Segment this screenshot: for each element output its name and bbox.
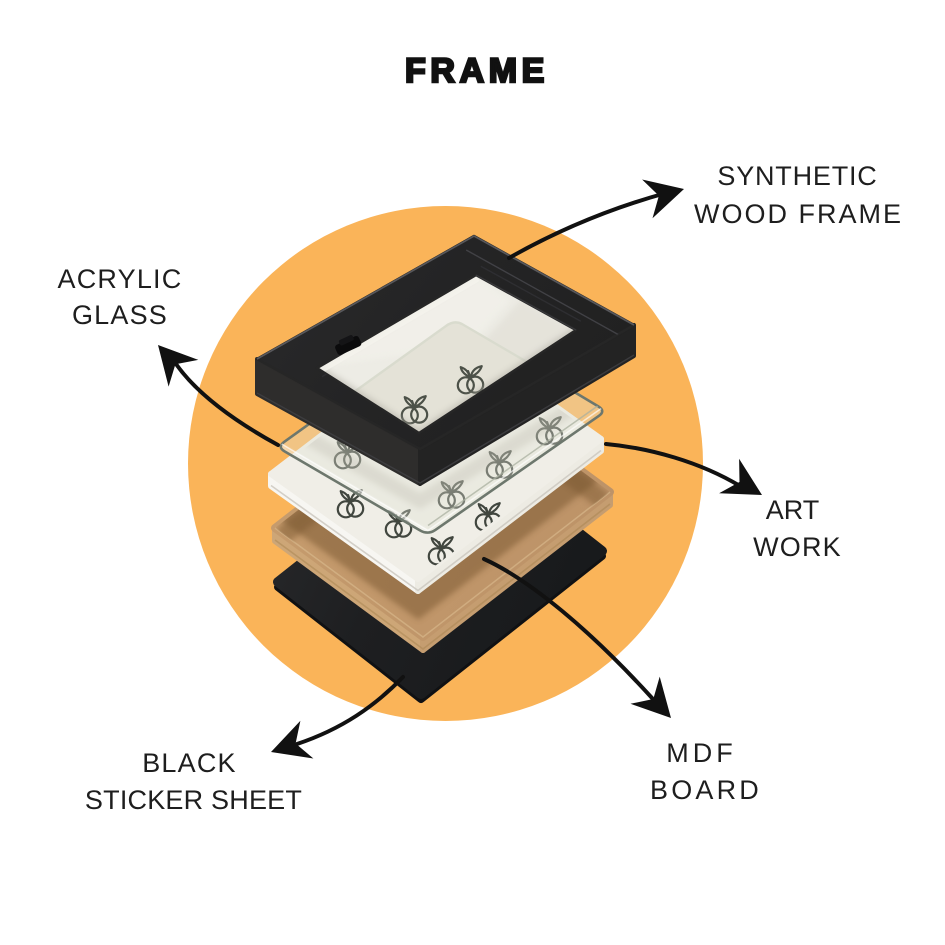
svg-text:MDF: MDF bbox=[666, 738, 736, 768]
svg-text:FRAME: FRAME bbox=[405, 52, 549, 90]
svg-text:WORK: WORK bbox=[753, 532, 842, 562]
svg-text:WOOD FRAME: WOOD FRAME bbox=[694, 199, 903, 229]
svg-text:ACRYLIC: ACRYLIC bbox=[58, 264, 183, 294]
svg-text:SYNTHETIC: SYNTHETIC bbox=[717, 161, 877, 191]
svg-text:BOARD: BOARD bbox=[650, 775, 762, 805]
svg-text:GLASS: GLASS bbox=[72, 300, 168, 330]
svg-text:BLACK: BLACK bbox=[142, 748, 237, 778]
svg-text:STICKER SHEET: STICKER SHEET bbox=[85, 785, 302, 815]
svg-text:ART: ART bbox=[766, 495, 820, 525]
